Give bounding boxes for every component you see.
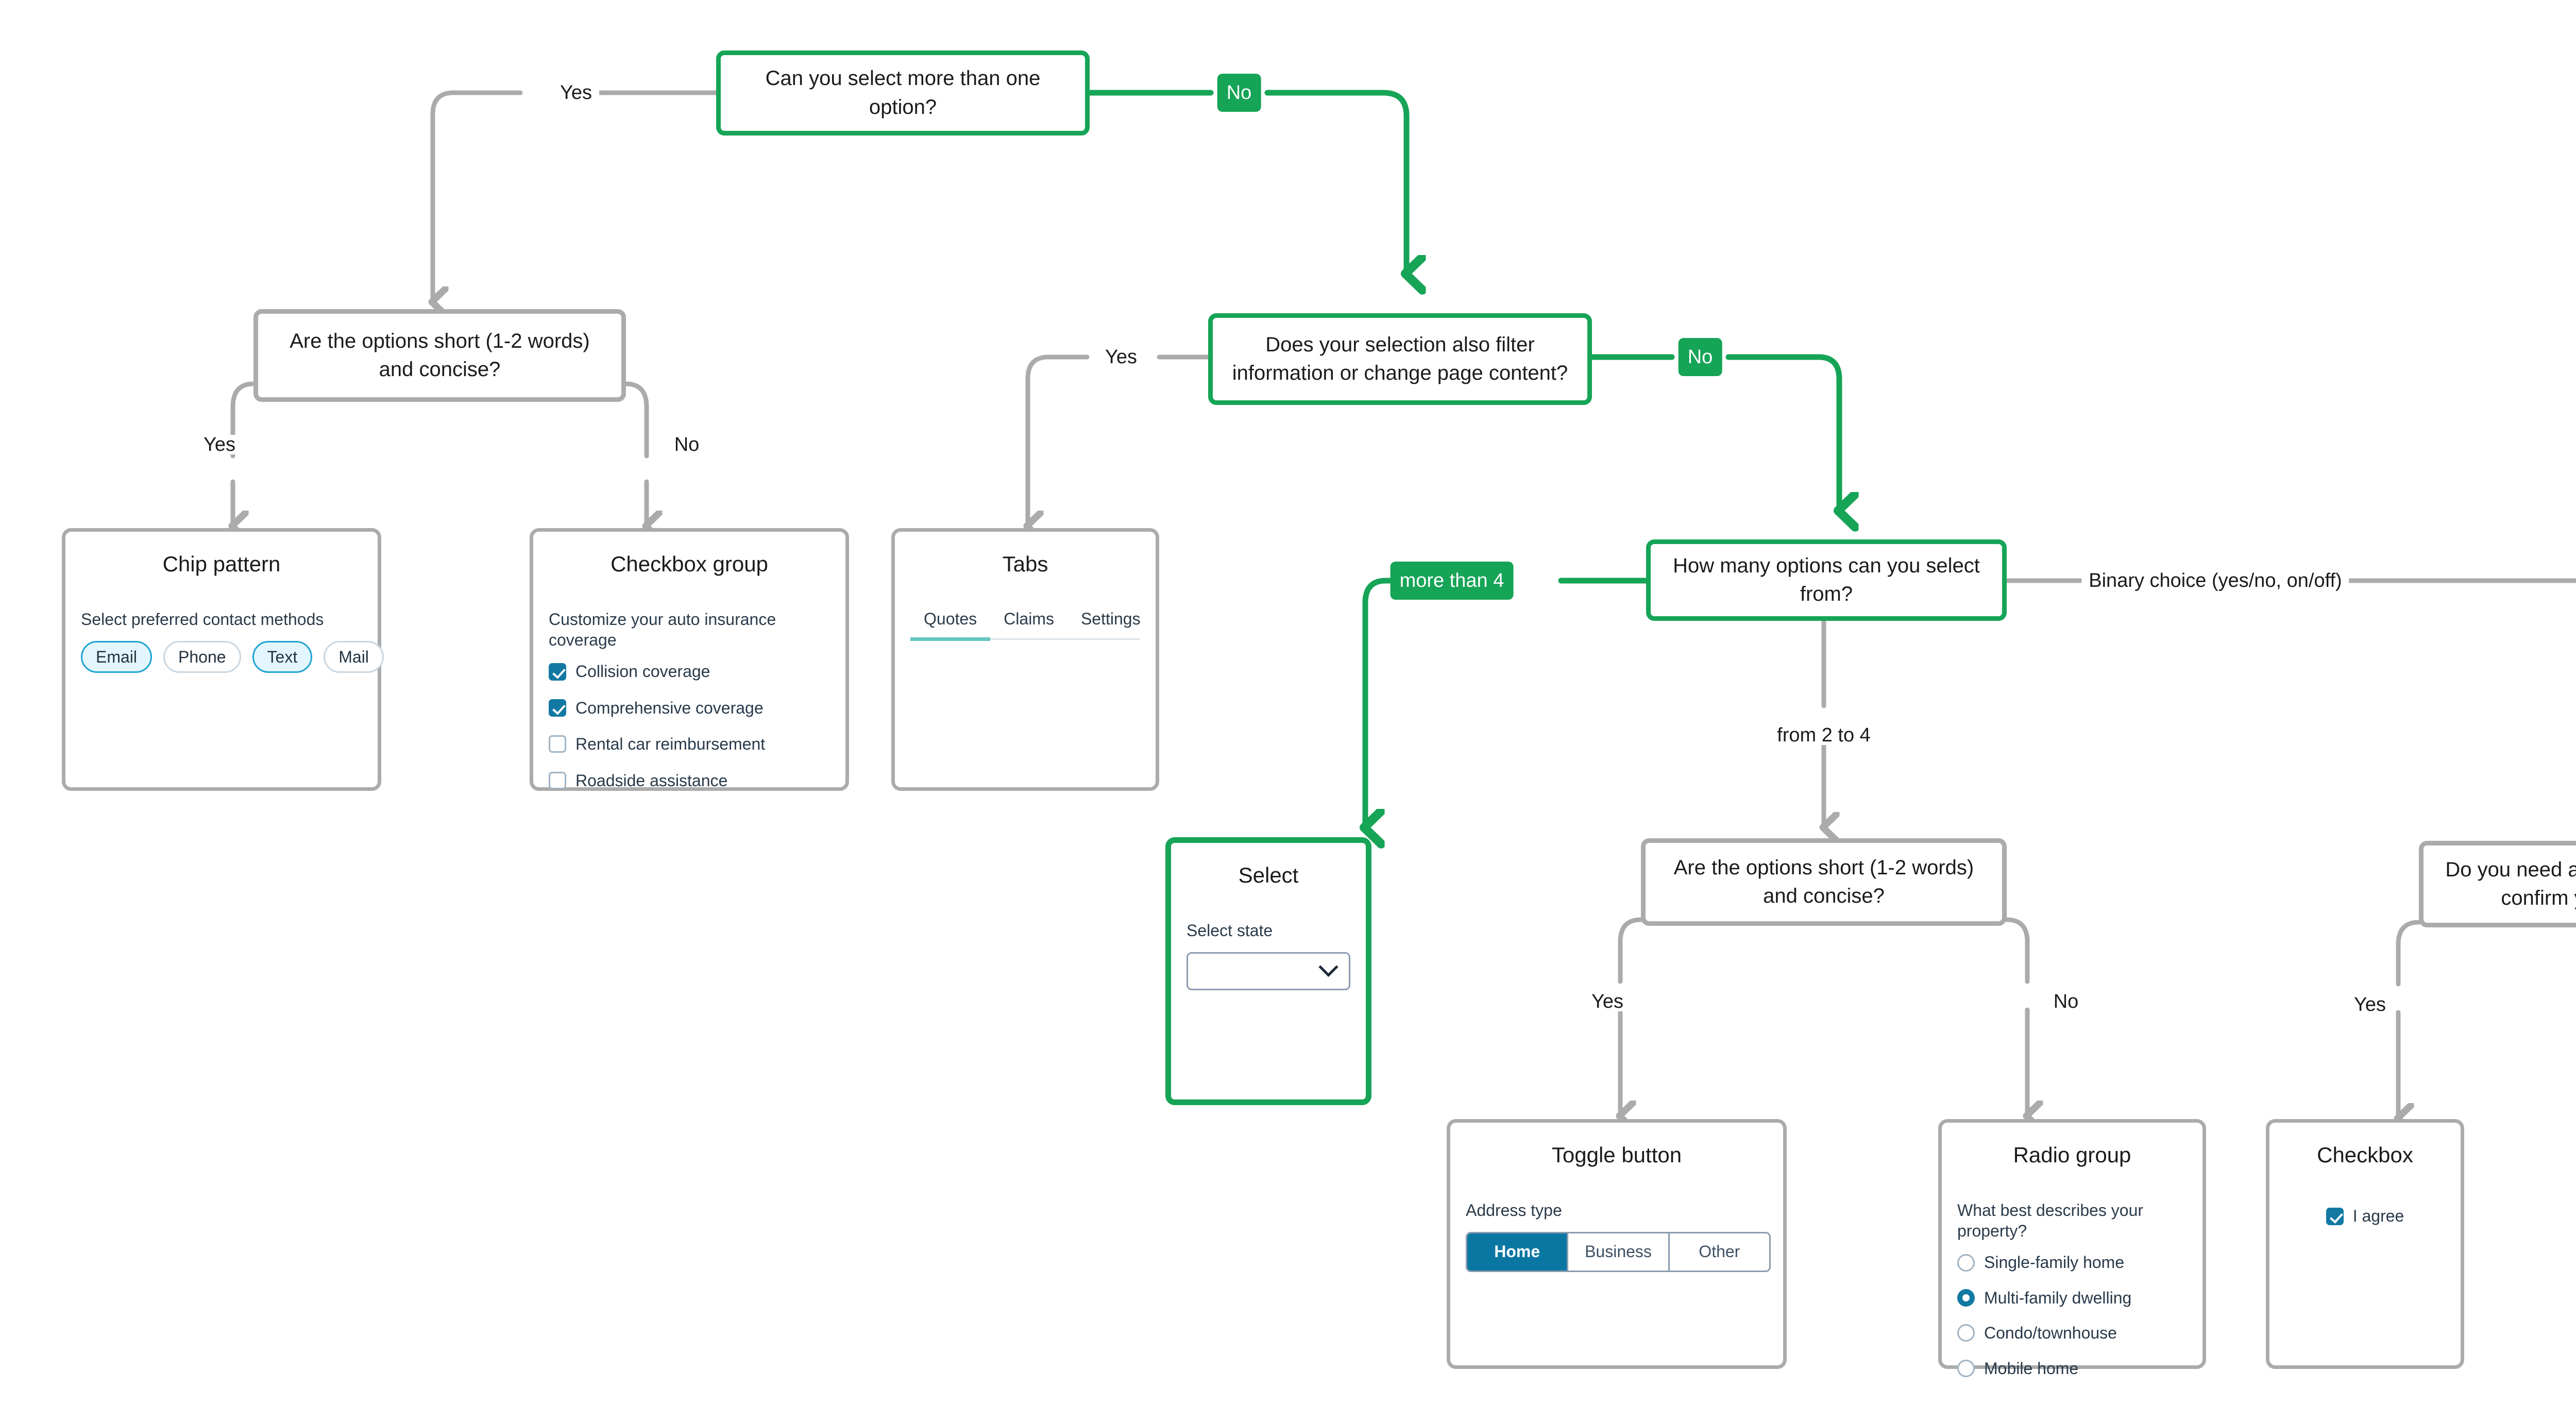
checkbox-icon[interactable] xyxy=(549,699,566,717)
decision-text: Can you select more than one option? xyxy=(765,67,1041,118)
radio-icon[interactable] xyxy=(1957,1324,1975,1342)
chip-list: Email Phone Text Mail xyxy=(81,641,384,673)
checkbox-group-list: Collision coverage Comprehensive coverag… xyxy=(549,662,830,790)
decision-text: Are the options short (1-2 words) and co… xyxy=(1673,856,1974,907)
radio-icon[interactable] xyxy=(1957,1254,1975,1272)
radio-label: Condo/townhouse xyxy=(1984,1324,2117,1343)
card-tabs: Tabs Quotes Claims Settings xyxy=(891,528,1159,791)
checkbox-icon[interactable] xyxy=(2326,1207,2344,1225)
decision-options-short-left: Are the options short (1-2 words) and co… xyxy=(253,309,626,402)
checkbox-row-i-agree[interactable]: I agree xyxy=(2285,1206,2445,1226)
edge-label-d5-yes: Yes xyxy=(1584,992,1631,1011)
edge-label-d1-yes: Yes xyxy=(553,83,599,103)
card-title: Tabs xyxy=(1002,552,1048,576)
card-checkbox: Checkbox I agree xyxy=(2266,1119,2464,1369)
edge-label-d6-yes: Yes xyxy=(2347,995,2393,1014)
decision-options-short-middle: Are the options short (1-2 words) and co… xyxy=(1641,838,2007,926)
card-title: Radio group xyxy=(2013,1143,2131,1167)
decision-text: How many options can you select from? xyxy=(1673,554,1980,605)
toggle-option-other[interactable]: Other xyxy=(1669,1233,1769,1271)
radio-row-mobile-home[interactable]: Mobile home xyxy=(1957,1359,2187,1378)
decision-text: Does your selection also filter informat… xyxy=(1232,333,1568,384)
checkbox-icon[interactable] xyxy=(549,735,566,753)
card-title: Checkbox xyxy=(2317,1143,2413,1167)
card-select: Select Select state xyxy=(1165,837,1371,1105)
card-title: Select xyxy=(1238,863,1299,887)
tab-claims[interactable]: Claims xyxy=(1004,610,1054,629)
checkbox-label: Roadside assistance xyxy=(575,771,728,790)
checkbox-icon[interactable] xyxy=(549,771,566,789)
chip-option-phone[interactable]: Phone xyxy=(163,641,241,673)
tab-quotes[interactable]: Quotes xyxy=(910,609,991,641)
decision-how-many-options: How many options can you select from? xyxy=(1646,539,2007,621)
card-toggle-button: Toggle button Address type Home Business… xyxy=(1447,1119,1787,1369)
radio-row-multi-family[interactable]: Multi-family dwelling xyxy=(1957,1288,2187,1308)
edge-label-d4-more-than-4: more than 4 xyxy=(1390,562,1514,600)
chip-option-mail[interactable]: Mail xyxy=(324,641,384,673)
radio-field-label: What best describes your property? xyxy=(1957,1201,2144,1241)
card-title: Toggle button xyxy=(1551,1143,1682,1167)
radio-list: Single-family home Multi-family dwelling… xyxy=(1957,1252,2187,1378)
card-radio-group: Radio group What best describes your pro… xyxy=(1938,1119,2206,1378)
checkbox-group-field-label: Customize your auto insurance coverage xyxy=(549,610,776,650)
chevron-down-icon xyxy=(1318,957,1338,977)
toggle-button-group: Home Business Other xyxy=(1466,1232,1771,1272)
checkbox-row-comprehensive[interactable]: Comprehensive coverage xyxy=(549,698,830,718)
checkbox-row-roadside[interactable]: Roadside assistance xyxy=(549,771,830,790)
card-title: Checkbox group xyxy=(611,552,768,576)
card-checkbox-group: Checkbox group Customize your auto insur… xyxy=(530,528,849,791)
checkbox-icon[interactable] xyxy=(549,663,566,681)
card-title: Chip pattern xyxy=(162,552,281,576)
tab-settings[interactable]: Settings xyxy=(1080,610,1141,629)
checkbox-row-rental-car[interactable]: Rental car reimbursement xyxy=(549,734,830,754)
select-field-label: Select state xyxy=(1187,921,1273,940)
radio-label: Mobile home xyxy=(1984,1359,2079,1378)
edge-label-d4-binary-choice: Binary choice (yes/no, on/off) xyxy=(2081,571,2349,590)
checkbox-label: Rental car reimbursement xyxy=(575,735,766,754)
select-input[interactable] xyxy=(1187,952,1350,991)
decision-text: Do you need an additional action to conf… xyxy=(2445,858,2576,909)
checkbox-label: Collision coverage xyxy=(575,662,710,681)
card-chip-pattern: Chip pattern Select preferred contact me… xyxy=(62,528,384,791)
radio-label: Multi-family dwelling xyxy=(1984,1288,2132,1307)
decision-selection-filters-content: Does your selection also filter informat… xyxy=(1208,313,1592,405)
decision-text: Are the options short (1-2 words) and co… xyxy=(290,329,590,381)
decision-can-select-more-than-one: Can you select more than one option? xyxy=(716,50,1090,136)
checkbox-label: I agree xyxy=(2352,1207,2404,1226)
edge-label-d3-yes: Yes xyxy=(1098,347,1144,367)
toggle-field-label: Address type xyxy=(1466,1201,1562,1220)
toggle-option-home[interactable]: Home xyxy=(1467,1233,1569,1271)
toggle-option-business[interactable]: Business xyxy=(1568,1233,1670,1271)
edge-label-d4-from-2-to-4: from 2 to 4 xyxy=(1770,725,1878,745)
radio-row-condo[interactable]: Condo/townhouse xyxy=(1957,1323,2187,1343)
edge-label-d2-no: No xyxy=(667,435,707,454)
checkbox-row-collision[interactable]: Collision coverage xyxy=(549,662,830,681)
checkbox-label: Comprehensive coverage xyxy=(575,698,764,717)
edge-label-d1-no: No xyxy=(1217,74,1261,112)
edge-label-d2-yes: Yes xyxy=(196,435,243,454)
radio-icon[interactable] xyxy=(1957,1289,1975,1307)
radio-icon[interactable] xyxy=(1957,1359,1975,1377)
decision-need-confirm-action: Do you need an additional action to conf… xyxy=(2419,841,2576,927)
edge-label-d5-no: No xyxy=(2046,992,2086,1011)
chip-option-text[interactable]: Text xyxy=(252,641,313,673)
radio-row-single-family[interactable]: Single-family home xyxy=(1957,1252,2187,1272)
tab-list: Quotes Claims Settings xyxy=(910,609,1141,641)
chip-option-email[interactable]: Email xyxy=(81,641,152,673)
chip-field-label: Select preferred contact methods xyxy=(81,610,324,629)
radio-label: Single-family home xyxy=(1984,1253,2125,1272)
edge-label-d3-no: No xyxy=(1678,338,1722,376)
